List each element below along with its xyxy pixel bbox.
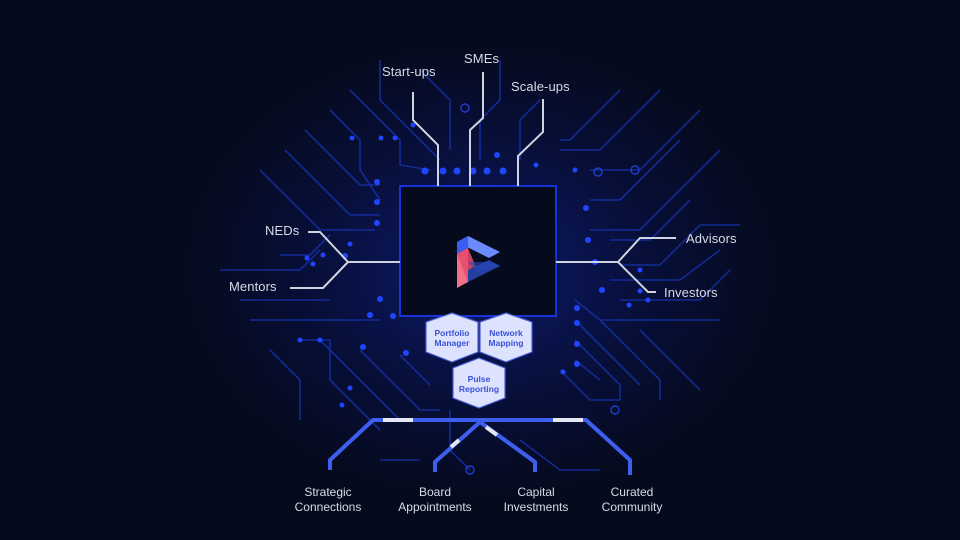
module-label-line2: Manager <box>434 338 470 348</box>
logo-icon <box>457 236 500 288</box>
module-network-mapping: Network Mapping <box>478 328 534 348</box>
circuit-pads <box>297 122 651 408</box>
bus-highlights <box>383 418 583 449</box>
module-label-line2: Reporting <box>458 384 500 394</box>
module-label-line2: Mapping <box>488 338 524 348</box>
module-label-line1: Portfolio <box>434 328 470 338</box>
label-advisors: Advisors <box>686 231 737 246</box>
outcome-capital-investments: Capital Investments <box>481 485 591 515</box>
module-portfolio-manager: Portfolio Manager <box>424 328 480 348</box>
outcome-strategic-connections: Strategic Connections <box>273 485 383 515</box>
outcome-curated-community: Curated Community <box>577 485 687 515</box>
module-hexagons <box>425 312 533 409</box>
module-pulse-reporting: Pulse Reporting <box>451 374 507 394</box>
module-label-line1: Pulse <box>467 374 491 384</box>
bottom-bus <box>328 418 632 475</box>
circuit-rings <box>460 103 640 475</box>
top-connectors <box>412 72 544 186</box>
background-traces <box>220 60 740 471</box>
outcome-line2: Appointments <box>398 500 472 514</box>
outcome-board-appointments: Board Appointments <box>380 485 490 515</box>
module-label-line1: Network <box>489 328 523 338</box>
outcome-line2: Investments <box>503 500 569 514</box>
outcome-line1: Board <box>418 485 452 499</box>
label-scale-ups: Scale-ups <box>511 79 570 94</box>
right-connectors <box>556 237 676 293</box>
label-mentors: Mentors <box>229 279 277 294</box>
outcome-line2: Connections <box>294 500 362 514</box>
label-start-ups: Start-ups <box>382 64 436 79</box>
outcome-line2: Community <box>601 500 663 514</box>
label-smes: SMEs <box>464 51 500 66</box>
outcome-line1: Capital <box>517 485 555 499</box>
label-neds: NEDs <box>265 223 300 238</box>
outcome-line1: Strategic <box>304 485 352 499</box>
left-connectors <box>290 231 400 289</box>
label-investors: Investors <box>664 285 718 300</box>
outcome-line1: Curated <box>610 485 654 499</box>
